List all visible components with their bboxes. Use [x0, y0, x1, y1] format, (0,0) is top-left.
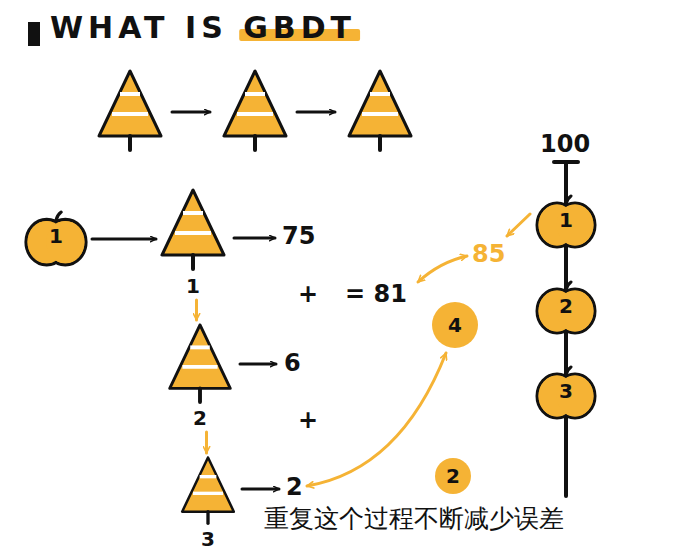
- sum-value: = 81: [345, 280, 407, 308]
- tree-icon: [182, 458, 234, 524]
- tree-shape: [178, 455, 238, 525]
- residual-arrow: [307, 353, 446, 486]
- flow-arrow: [195, 300, 198, 320]
- residual-circle: 4: [432, 302, 478, 348]
- subtitle-caption: 重复这个过程不断减少误差: [256, 500, 572, 537]
- tree-index: 1: [158, 274, 228, 298]
- compare-arrow: [418, 256, 467, 282]
- scale-max: 100: [540, 130, 590, 158]
- flow-arrow: [92, 238, 156, 241]
- apple-node: 2: [533, 280, 599, 336]
- tree-output: 75: [282, 222, 315, 250]
- node-number: 1: [22, 224, 90, 248]
- node-number: 2: [446, 464, 460, 488]
- sequence-arrow: [297, 111, 335, 114]
- tree-index: 2: [165, 406, 235, 430]
- tree-icon: [99, 71, 161, 150]
- plus-sign: +: [298, 280, 318, 308]
- node-number: 2: [533, 294, 599, 318]
- node-number: 3: [533, 379, 599, 403]
- target-value: 85: [472, 240, 505, 268]
- output-arrow: [234, 237, 275, 240]
- title-text: WHAT IS GBDT: [50, 10, 356, 45]
- tree-icon: [170, 325, 231, 402]
- output-arrow: [242, 488, 279, 491]
- tree-shape: [165, 322, 235, 404]
- tree-output: 2: [286, 473, 303, 501]
- node-number: 1: [533, 208, 599, 232]
- apple-node: 1: [22, 210, 90, 268]
- tree-icon: [224, 71, 286, 150]
- target-arrow: [507, 214, 530, 236]
- tree-shape: [158, 186, 228, 272]
- apple-node: 1: [533, 194, 599, 250]
- scale-tick: [554, 160, 578, 164]
- tree-icon: [349, 71, 411, 150]
- tree-index: 3: [178, 527, 238, 551]
- tree-node: 1: [158, 186, 228, 298]
- tree-node: 2: [165, 322, 235, 430]
- flow-arrow: [205, 432, 208, 453]
- node-number: 4: [448, 313, 462, 337]
- residual-circle: 2: [435, 458, 471, 494]
- apple-node: 3: [533, 365, 599, 421]
- plus-sign: +: [298, 406, 318, 434]
- tree-output: 6: [284, 349, 301, 377]
- title-bullet: [28, 22, 40, 46]
- tree-node: 3: [178, 455, 238, 551]
- tree-icon: [162, 190, 224, 269]
- sequence-arrow: [172, 111, 210, 114]
- output-arrow: [240, 363, 276, 366]
